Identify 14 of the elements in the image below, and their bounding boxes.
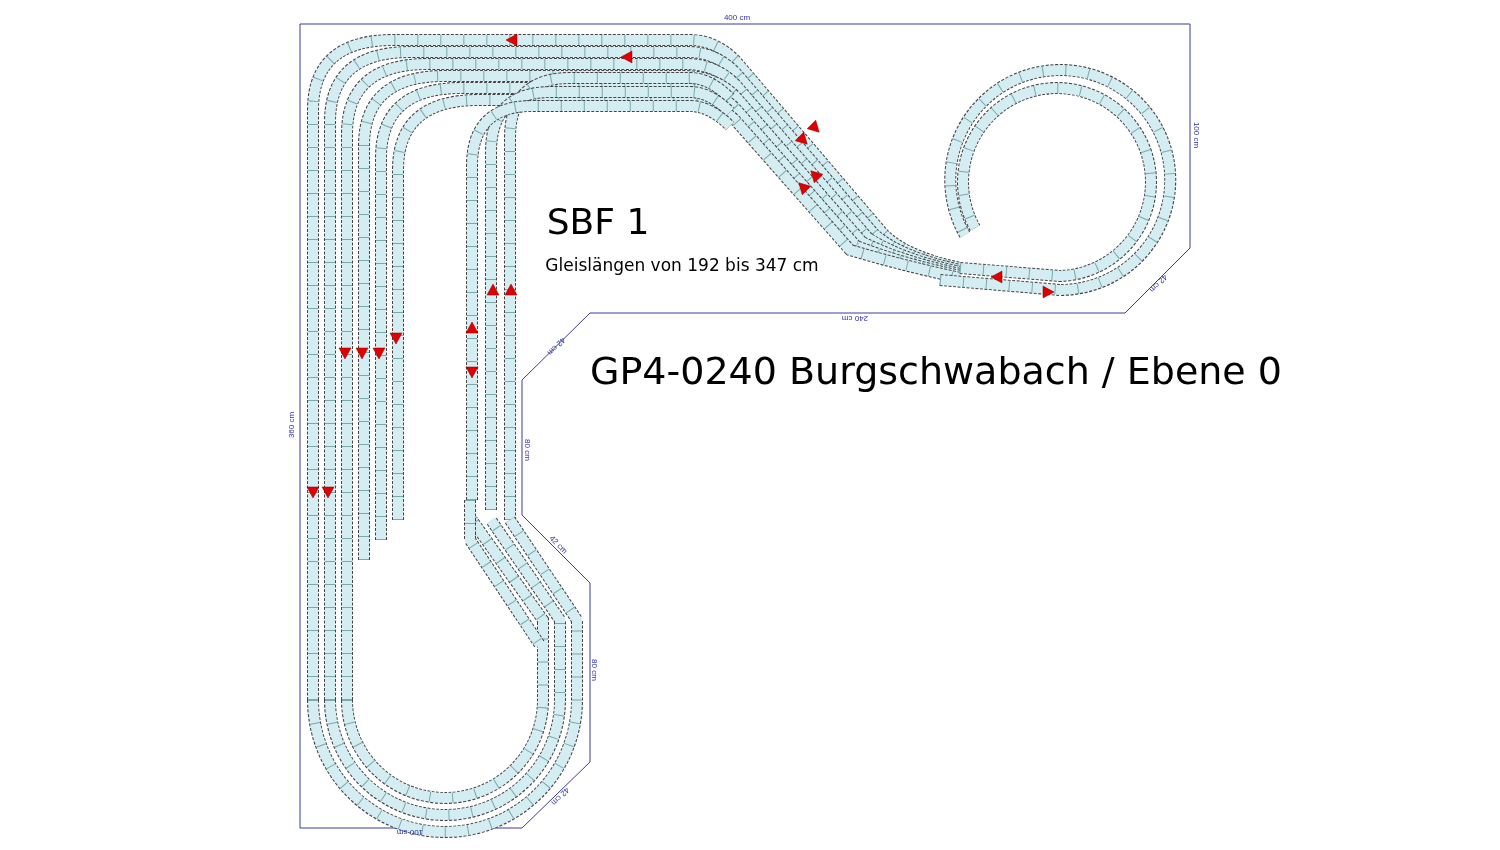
dimension-label: 80 cm [523,439,531,461]
dimension-label: 42 cm [547,534,569,556]
dimension-label: 360 cm [288,411,296,439]
dimension-label: 42 cm [549,785,571,807]
dimension-label: 42 cm [545,335,567,357]
station-label: SBF 1 [546,204,650,240]
dimension-label: 100 cm [396,828,424,836]
diagram-title: GP4-0240 Burgschwabach / Ebene 0 [590,352,1282,390]
dimension-label: 100 cm [1192,121,1200,149]
dimension-label: 400 cm [723,14,751,22]
dimension-label: 240 cm [841,314,869,322]
note-text: Gleislängen von 192 bis 347 cm [545,256,819,274]
dimension-label: 42 cm [1147,272,1169,294]
dimension-label: 80 cm [590,659,598,681]
